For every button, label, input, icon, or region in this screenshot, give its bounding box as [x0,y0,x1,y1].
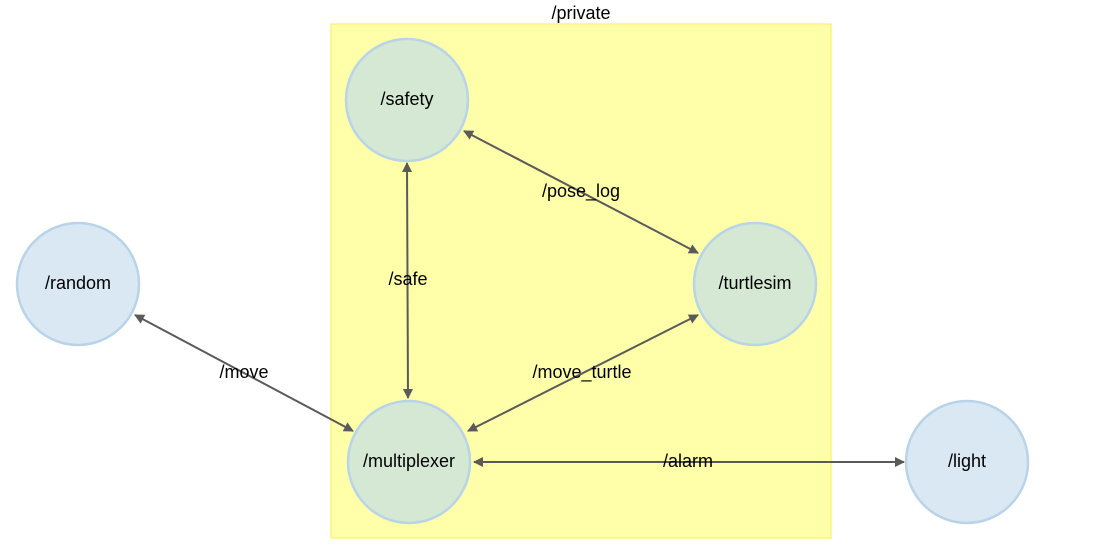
private-group-label: /private [551,3,610,23]
edge-safe[interactable] [402,162,413,399]
edge-move[interactable] [134,314,354,432]
node-safety[interactable]: /safety [344,37,470,163]
edge-label-alarm: /alarm [663,451,713,471]
node-light-circle [904,399,1030,525]
node-safety-circle [344,37,470,163]
node-light-label: /light [948,451,986,471]
edge-move-turtle[interactable] [467,314,699,432]
node-random[interactable]: /random [15,221,141,347]
node-multiplexer-label: /multiplexer [363,451,455,471]
node-safety-label: /safety [380,89,433,109]
edge-label-pose-log: /pose_log [542,181,620,202]
node-random-circle [15,221,141,347]
node-random-label: /random [45,273,111,293]
node-light[interactable]: /light [904,399,1030,525]
node-multiplexer[interactable]: /multiplexer [346,399,472,525]
edge-label-move: /move [219,362,268,382]
node-turtlesim-label: /turtlesim [718,273,791,293]
edge-label-safe: /safe [388,269,427,289]
edge-label-move-turtle: /move_turtle [532,362,631,383]
edge-pose-log[interactable] [463,130,699,254]
node-turtlesim[interactable]: /turtlesim [692,221,818,347]
node-turtlesim-circle [692,221,818,347]
node-multiplexer-circle [346,399,472,525]
